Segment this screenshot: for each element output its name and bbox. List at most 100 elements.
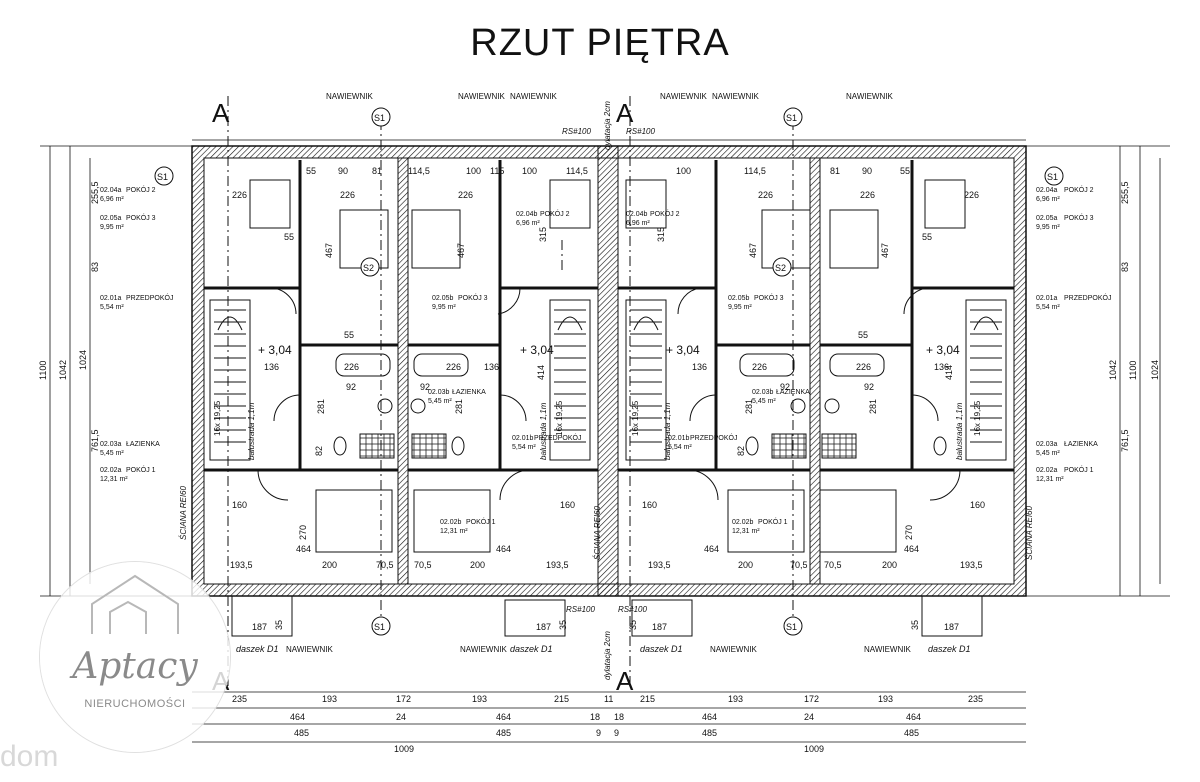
- svg-text:90: 90: [338, 166, 348, 176]
- svg-text:35: 35: [558, 620, 568, 630]
- svg-text:POKÓJ 1: POKÓJ 1: [758, 517, 788, 526]
- svg-text:02.04b: 02.04b: [626, 211, 648, 218]
- svg-text:92: 92: [346, 382, 356, 392]
- svg-text:5,45 m²: 5,45 m²: [752, 398, 776, 405]
- svg-text:02.04b: 02.04b: [516, 211, 538, 218]
- svg-text:485: 485: [496, 728, 511, 738]
- svg-text:281: 281: [454, 399, 464, 414]
- svg-text:11: 11: [604, 694, 613, 704]
- svg-text:9: 9: [614, 728, 619, 738]
- window-label: NAWIEWNIK: [458, 92, 505, 101]
- svg-text:55: 55: [284, 232, 294, 242]
- svg-text:235: 235: [968, 694, 983, 704]
- svg-text:83: 83: [1120, 262, 1130, 272]
- svg-text:414: 414: [536, 365, 546, 380]
- svg-text:ŁAZIENKA: ŁAZIENKA: [452, 389, 486, 396]
- svg-text:POKÓJ 3: POKÓJ 3: [754, 293, 784, 302]
- level-label: + 3,04: [666, 343, 700, 357]
- dylatacja-label: dylatacja 2cm: [603, 631, 612, 680]
- svg-text:114,5: 114,5: [408, 166, 430, 176]
- dimension-lines: [40, 139, 1170, 743]
- svg-text:414: 414: [944, 365, 954, 380]
- svg-text:172: 172: [396, 694, 411, 704]
- svg-text:POKÓJ 1: POKÓJ 1: [126, 465, 156, 474]
- svg-text:02.02a: 02.02a: [100, 467, 122, 474]
- window-label: NAWIEWNIK: [286, 645, 333, 654]
- svg-text:02.03a: 02.03a: [1036, 441, 1058, 448]
- misc-labels: RS#100 RS#100 RS#100 RS#100 ŚCIANA REI60…: [179, 101, 1034, 680]
- svg-text:PRZEDPOKÓJ: PRZEDPOKÓJ: [126, 293, 173, 302]
- svg-text:255,5: 255,5: [1120, 181, 1130, 204]
- svg-text:1009: 1009: [394, 744, 414, 754]
- porch-label: daszek D1: [640, 644, 683, 654]
- svg-text:PRZEDPOKÓJ: PRZEDPOKÓJ: [534, 433, 581, 442]
- svg-text:100: 100: [466, 166, 481, 176]
- dylatacja-label: dylatacja 2cm: [603, 101, 612, 150]
- svg-text:193: 193: [878, 694, 893, 704]
- svg-text:187: 187: [536, 622, 551, 632]
- svg-text:5,45 m²: 5,45 m²: [100, 450, 124, 457]
- svg-text:02.02a: 02.02a: [1036, 467, 1058, 474]
- railing-label: balustrada 1,1m: [955, 402, 964, 460]
- svg-text:12,31 m²: 12,31 m²: [1036, 476, 1064, 483]
- svg-text:172: 172: [804, 694, 819, 704]
- svg-text:226: 226: [752, 362, 767, 372]
- svg-text:1100: 1100: [1128, 361, 1138, 380]
- svg-text:POKÓJ 1: POKÓJ 1: [466, 517, 496, 526]
- svg-text:55: 55: [858, 330, 868, 340]
- rs-label: RS#100: [566, 605, 595, 614]
- svg-text:187: 187: [944, 622, 959, 632]
- svg-text:12,31 m²: 12,31 m²: [732, 528, 760, 535]
- svg-text:136: 136: [484, 362, 499, 372]
- svg-text:464: 464: [704, 544, 719, 554]
- svg-text:5,54 m²: 5,54 m²: [512, 444, 536, 451]
- porch-label: daszek D1: [510, 644, 553, 654]
- svg-text:160: 160: [232, 500, 247, 510]
- svg-text:5,45 m²: 5,45 m²: [428, 398, 452, 405]
- svg-text:1009: 1009: [804, 744, 824, 754]
- section-lines: [227, 96, 794, 690]
- svg-text:9,95 m²: 9,95 m²: [1036, 224, 1060, 231]
- svg-text:464: 464: [904, 544, 919, 554]
- svg-text:270: 270: [298, 525, 308, 540]
- svg-text:35: 35: [274, 620, 284, 630]
- svg-text:270: 270: [904, 525, 914, 540]
- svg-text:02.01a: 02.01a: [1036, 295, 1058, 302]
- svg-text:115: 115: [490, 166, 504, 176]
- window-label: NAWIEWNIK: [846, 92, 893, 101]
- svg-text:POKÓJ 2: POKÓJ 2: [650, 209, 680, 218]
- window-label: NAWIEWNIK: [710, 645, 757, 654]
- svg-text:02.01b: 02.01b: [512, 435, 534, 442]
- svg-text:ŁAZIENKA: ŁAZIENKA: [1064, 441, 1098, 448]
- svg-text:193: 193: [472, 694, 487, 704]
- svg-text:92: 92: [420, 382, 430, 392]
- window-label: NAWIEWNIK: [712, 92, 759, 101]
- svg-text:315: 315: [538, 227, 548, 242]
- svg-text:1024: 1024: [1150, 360, 1160, 380]
- svg-text:02.03b: 02.03b: [752, 389, 774, 396]
- svg-text:215: 215: [554, 694, 569, 704]
- logo-script: Aptacy: [72, 646, 198, 687]
- svg-text:POKÓJ 3: POKÓJ 3: [1064, 213, 1094, 222]
- rs-label: RS#100: [562, 127, 591, 136]
- svg-text:100: 100: [522, 166, 537, 176]
- svg-text:226: 226: [856, 362, 871, 372]
- svg-text:187: 187: [252, 622, 267, 632]
- svg-text:226: 226: [340, 190, 355, 200]
- svg-text:02.05a: 02.05a: [100, 215, 122, 222]
- svg-text:100: 100: [676, 166, 691, 176]
- svg-text:226: 226: [232, 190, 247, 200]
- svg-text:POKÓJ 2: POKÓJ 2: [540, 209, 570, 218]
- svg-text:467: 467: [324, 243, 334, 258]
- svg-text:ŁAZIENKA: ŁAZIENKA: [776, 389, 810, 396]
- svg-text:02.04a: 02.04a: [1036, 187, 1058, 194]
- wall-label: ŚCIANA REI60: [1025, 506, 1034, 560]
- svg-text:315: 315: [656, 227, 666, 242]
- internal-partitions: [204, 160, 1014, 472]
- plan-title: RZUT PIĘTRA: [470, 22, 730, 64]
- svg-text:55: 55: [306, 166, 316, 176]
- svg-text:193: 193: [322, 694, 337, 704]
- svg-text:1024: 1024: [78, 350, 88, 370]
- window-label: NAWIEWNIK: [326, 92, 373, 101]
